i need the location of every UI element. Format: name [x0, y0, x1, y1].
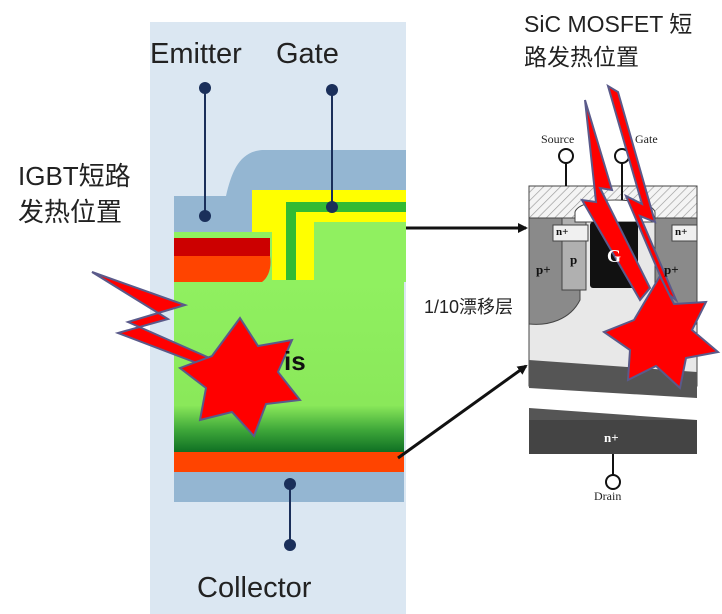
emitter-contact-dot — [199, 210, 211, 222]
igbt-region-text: is — [284, 346, 306, 376]
n-plus-left-region — [552, 224, 589, 242]
igbt-cross-section — [150, 22, 406, 614]
igbt-burst-icon — [177, 316, 302, 438]
source-label: Source — [541, 132, 575, 146]
mosfet-heat-label: SiC MOSFET 短路发热位置 — [524, 11, 693, 70]
gate-terminal-dot — [326, 84, 338, 96]
igbt-heat-marker — [91, 271, 302, 438]
drift-cut-top — [529, 360, 697, 398]
emitter-label: Emitter — [150, 38, 242, 70]
drain-label: Drain — [594, 489, 622, 503]
n-plus-right-region — [671, 224, 698, 242]
substrate-label: n+ — [604, 430, 619, 445]
drift-bottom-arrow — [397, 364, 528, 460]
drift-label: 1/10漂移层 — [424, 297, 514, 317]
p-well-label: p — [570, 252, 578, 267]
mosfet-heat-marker — [580, 83, 721, 390]
gate-electrode-label: G — [607, 246, 622, 266]
mosfet-burst-icon — [601, 273, 721, 390]
n-plus-right-label: n+ — [675, 226, 688, 238]
igbt-terminal-leads — [199, 82, 338, 551]
n-plus-emitter — [174, 238, 270, 256]
collector-contact-dot — [284, 478, 296, 490]
p-plus-left-label: p+ — [536, 262, 551, 277]
collector-terminal-dot — [284, 539, 296, 551]
mosfet-lightning-icon-2 — [580, 99, 652, 302]
n-plus-substrate — [529, 420, 697, 454]
igbt-heat-label: IGBT短路发热位置 — [18, 161, 131, 227]
n-plus-left-label: n+ — [556, 226, 569, 238]
emitter-terminal-dot — [199, 82, 211, 94]
collector-label: Collector — [197, 572, 312, 604]
mosfet-lightning-icon — [606, 83, 679, 304]
gate-label: Gate — [276, 38, 339, 70]
mosfet-gate-label: Gate — [635, 132, 658, 146]
p-plus-emitter — [174, 256, 271, 282]
gate-contact-dot — [326, 201, 338, 213]
p-plus-right-label: p+ — [664, 262, 679, 277]
source-terminal — [558, 148, 574, 164]
drain-terminal — [605, 474, 621, 490]
collector-layer — [174, 452, 404, 472]
poly-gate — [286, 202, 406, 290]
drift-top — [314, 222, 406, 282]
